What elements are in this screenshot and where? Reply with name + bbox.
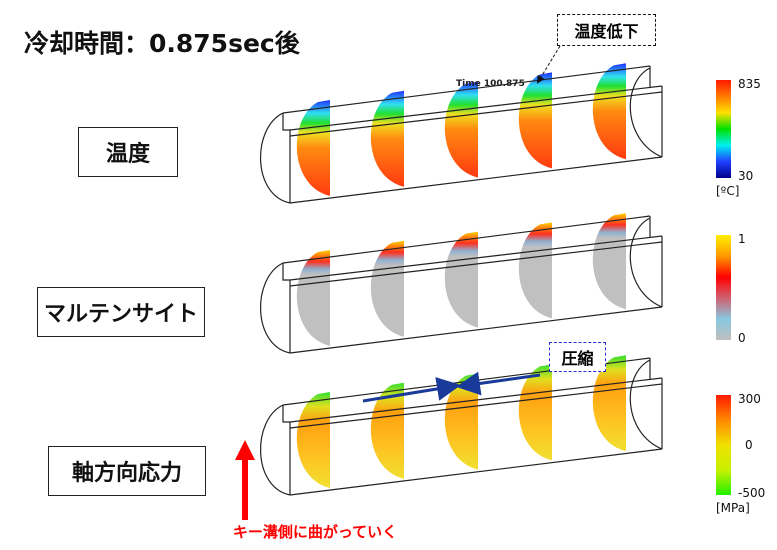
colorbar-max: 300 bbox=[738, 392, 761, 406]
cross-section bbox=[518, 222, 552, 319]
cylinder-outline bbox=[282, 263, 290, 281]
cross-section bbox=[296, 100, 330, 196]
cylinder-outline bbox=[289, 156, 663, 204]
cross-section bbox=[370, 240, 404, 337]
cylinder-outline bbox=[282, 65, 651, 114]
cylinder-outline bbox=[260, 404, 291, 496]
cylinder-outline bbox=[260, 262, 291, 354]
compression-arrow-left bbox=[456, 371, 541, 396]
cylinder-outline bbox=[289, 235, 663, 281]
callout-compression: 圧縮 bbox=[549, 342, 606, 372]
cross-section bbox=[370, 90, 404, 187]
bending-arrow bbox=[235, 440, 255, 520]
cylinder-outline bbox=[629, 67, 663, 158]
cross-section bbox=[296, 392, 330, 488]
cylinder-model bbox=[260, 63, 663, 204]
cylinder-outline bbox=[289, 448, 663, 496]
cross-section bbox=[296, 250, 330, 346]
cylinder-outline bbox=[289, 85, 663, 131]
callout-temp-drop: 温度低下 bbox=[557, 14, 656, 46]
colorbar-unit: [ºC] bbox=[716, 184, 739, 198]
compression-arrow-right bbox=[362, 377, 461, 403]
colorbar-min: 30 bbox=[738, 169, 753, 183]
cross-section bbox=[592, 213, 626, 310]
colorbar bbox=[716, 395, 731, 495]
page-title: 冷却時間：0.875sec後 bbox=[24, 29, 300, 58]
label-temperature: 温度 bbox=[78, 127, 178, 177]
label-martensite: マルテンサイト bbox=[37, 287, 205, 337]
cylinder-outline bbox=[289, 306, 663, 354]
cross-section bbox=[444, 81, 478, 178]
cylinder-outline bbox=[629, 217, 663, 308]
colorbar-min: -500 bbox=[738, 486, 765, 500]
cross-section bbox=[592, 63, 626, 160]
colorbar bbox=[716, 80, 731, 178]
cylinder-model bbox=[260, 213, 663, 354]
colorbar-max: 1 bbox=[738, 232, 746, 246]
cylinder-outline bbox=[289, 91, 663, 137]
cross-section bbox=[518, 72, 552, 169]
cylinder-model bbox=[260, 355, 663, 496]
colorbar-min: 0 bbox=[738, 331, 746, 345]
cross-section bbox=[370, 382, 404, 479]
colorbar-mid: 0 bbox=[745, 438, 753, 452]
cylinder-outline bbox=[282, 405, 290, 423]
temp-drop-pointer bbox=[536, 45, 561, 84]
cross-section bbox=[592, 355, 626, 452]
cylinder-outline bbox=[282, 113, 290, 131]
cross-section bbox=[444, 231, 478, 328]
colorbar-max: 835 bbox=[738, 77, 761, 91]
colorbar-unit: [MPa] bbox=[716, 501, 750, 515]
cylinder-outline bbox=[260, 112, 291, 204]
cross-section bbox=[518, 364, 552, 461]
callout-bending: キー溝側に曲がっていく bbox=[232, 522, 398, 541]
sim-time-label: Time 100.875 bbox=[456, 79, 525, 89]
cylinder-outline bbox=[289, 383, 663, 429]
cylinder-outline bbox=[289, 241, 663, 287]
label-axial-stress: 軸方向応力 bbox=[48, 446, 206, 496]
cylinder-outline bbox=[289, 377, 663, 423]
cylinder-outline bbox=[629, 359, 663, 450]
cylinder-outline bbox=[282, 215, 651, 264]
colorbar bbox=[716, 235, 731, 340]
